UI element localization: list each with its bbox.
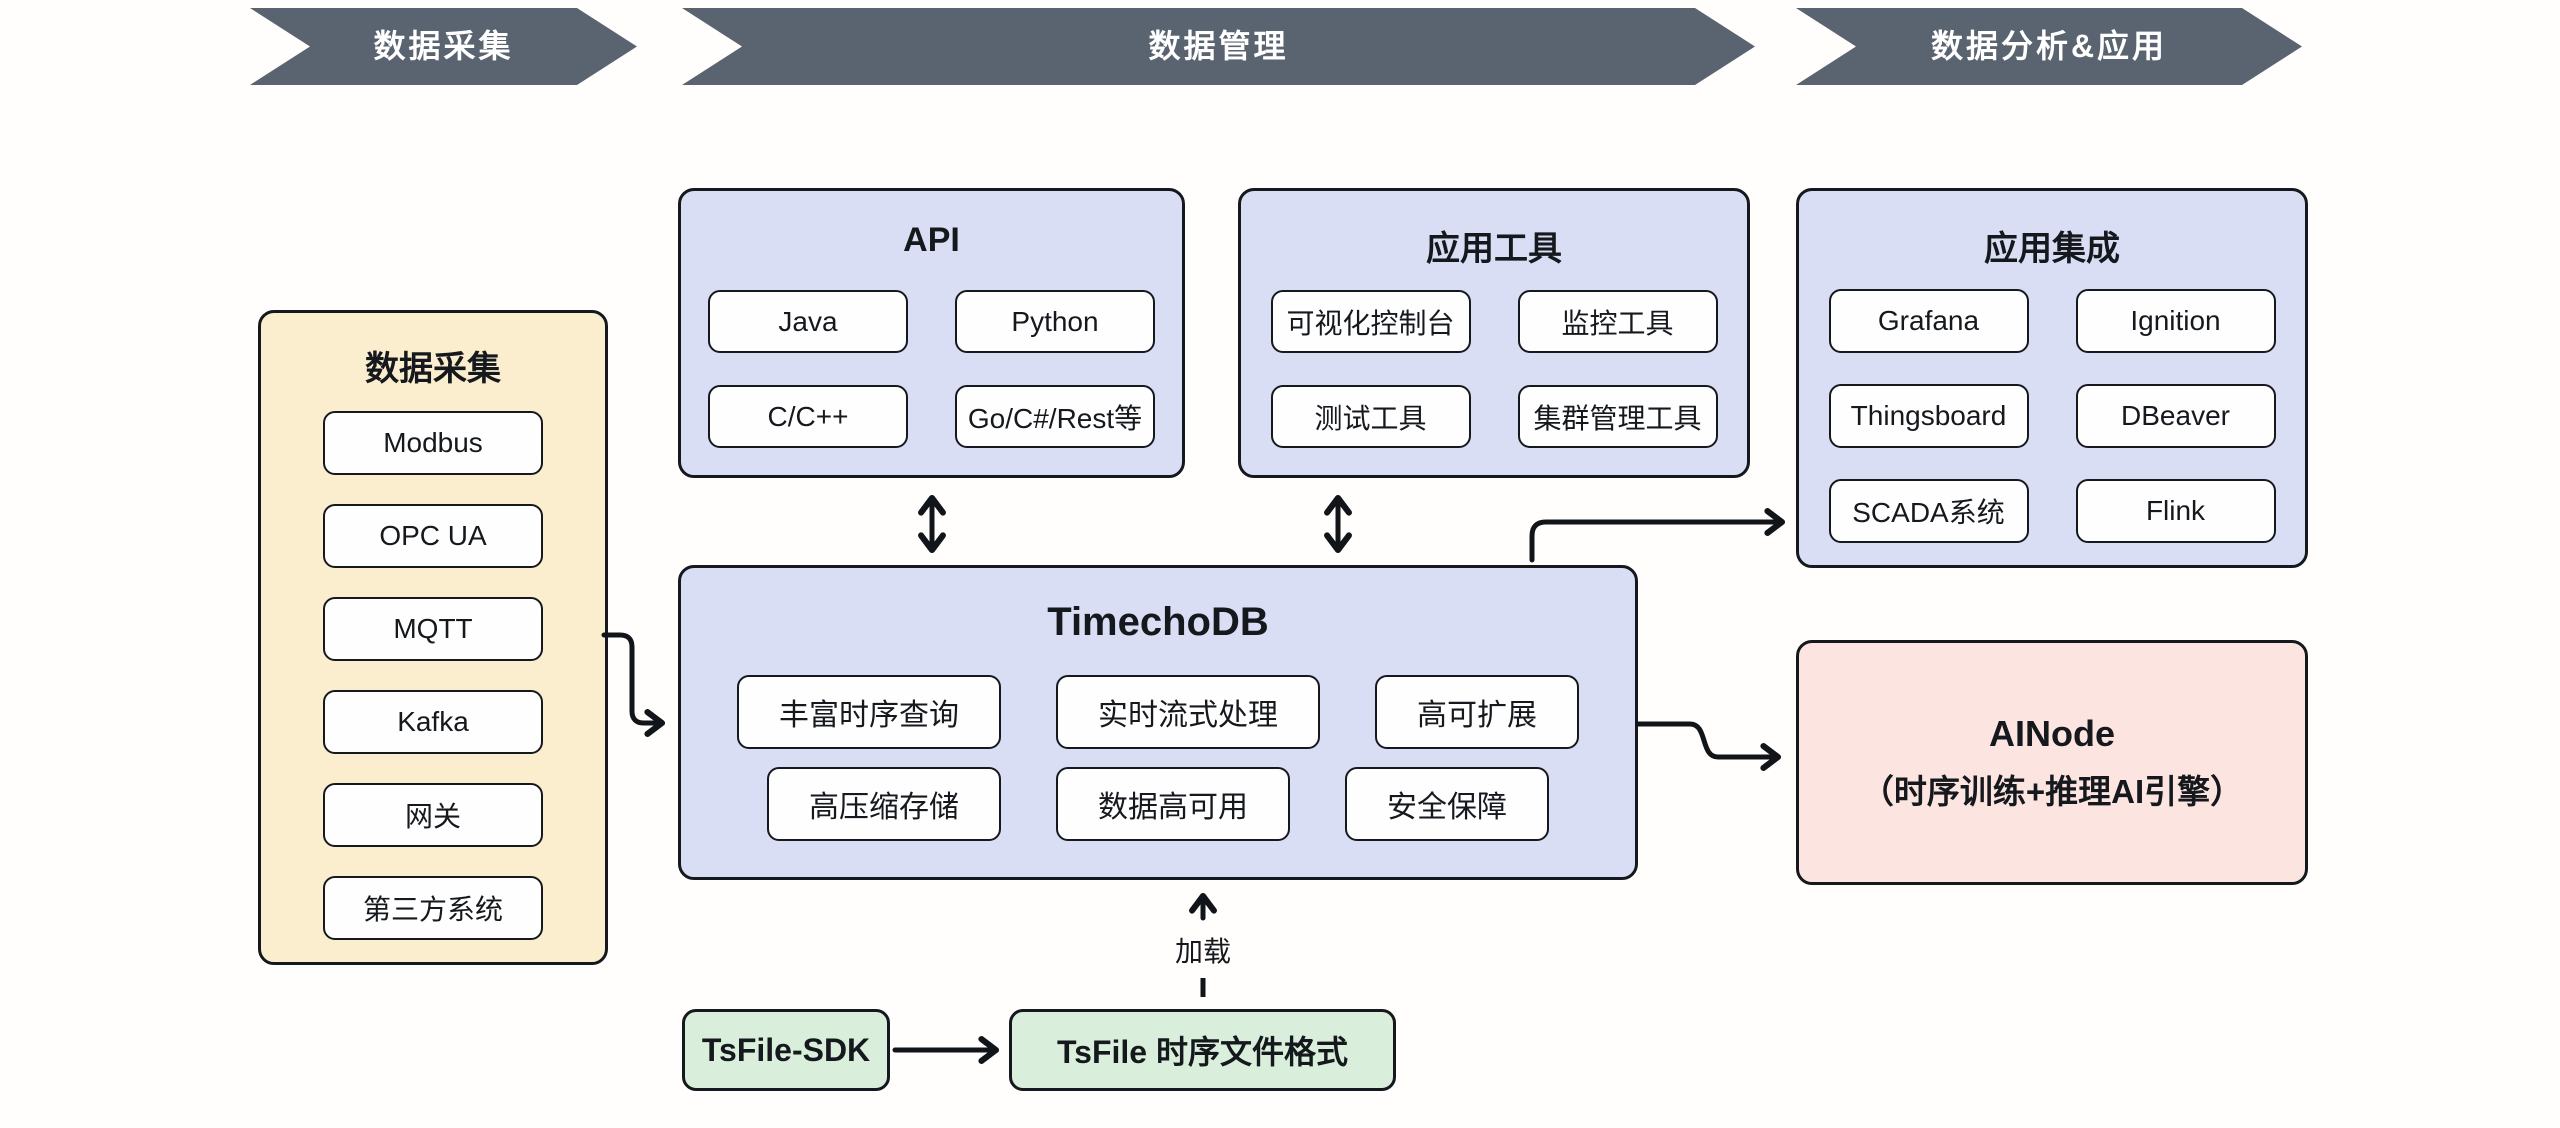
load-label: 加载 <box>1174 936 1231 967</box>
panel-timechodb-title: TimechoDB <box>1047 600 1269 644</box>
timechodb-feature-row-1: 丰富时序查询实时流式处理高可扩展 <box>737 675 1579 749</box>
feature-pill: 高压缩存储 <box>767 767 1001 841</box>
protocol-pill: Modbus <box>323 411 543 475</box>
integration-pill: Thingsboard <box>1828 384 2029 448</box>
integration-pill: DBeaver <box>2075 384 2276 448</box>
feature-pill: 实时流式处理 <box>1056 675 1320 749</box>
feature-pill: 丰富时序查询 <box>737 675 1001 749</box>
feature-pill: 安全保障 <box>1345 767 1549 841</box>
panel-api-title: API <box>903 221 960 259</box>
protocol-pill: OPC UA <box>323 504 543 568</box>
api-pill: Go/C#/Rest等 <box>955 385 1155 448</box>
feature-pill: 高可扩展 <box>1375 675 1579 749</box>
protocol-pill: 第三方系统 <box>323 876 543 940</box>
protocol-pill: MQTT <box>323 597 543 661</box>
protocol-pill: 网关 <box>323 783 543 847</box>
app-tools-item-list: 可视化控制台监控工具测试工具集群管理工具 <box>1241 290 1747 448</box>
feature-pill: 数据高可用 <box>1056 767 1290 841</box>
panel-app-tools: 应用工具 可视化控制台监控工具测试工具集群管理工具 <box>1238 188 1750 478</box>
tool-pill: 测试工具 <box>1270 385 1471 448</box>
arrow-timechodb-ainode <box>1635 721 1782 771</box>
arrow-collection-timechodb <box>601 632 666 737</box>
integration-pill: Flink <box>2075 479 2276 543</box>
timechodb-feature-rows: 丰富时序查询实时流式处理高可扩展 高压缩存储数据高可用安全保障 <box>681 675 1635 841</box>
panel-ainode: AINode （时序训练+推理AI引擎） <box>1796 640 2308 885</box>
timechodb-feature-row-2: 高压缩存储数据高可用安全保障 <box>767 767 1549 841</box>
integration-pill: SCADA系统 <box>1828 479 2029 543</box>
ainode-title: AINode <box>1989 712 2115 754</box>
api-pill: Python <box>955 290 1155 353</box>
arrow-timechodb-integration <box>1529 508 1786 563</box>
box-tsfile-sdk: TsFile-SDK <box>682 1009 890 1091</box>
panel-timechodb: TimechoDB 丰富时序查询实时流式处理高可扩展 高压缩存储数据高可用安全保… <box>678 565 1638 880</box>
banner-stage-label-analyze: 数据分析&应用 <box>1930 28 2168 64</box>
banner-stage-label-manage: 数据管理 <box>1148 28 1289 64</box>
protocol-pill: Kafka <box>323 690 543 754</box>
api-pill: Java <box>708 290 908 353</box>
integration-pill: Ignition <box>2075 289 2276 353</box>
tool-pill: 监控工具 <box>1517 290 1718 353</box>
api-pill: C/C++ <box>708 385 908 448</box>
integration-pill: Grafana <box>1828 289 2029 353</box>
tool-pill: 可视化控制台 <box>1270 290 1471 353</box>
ainode-subtitle: （时序训练+推理AI引擎） <box>1860 772 2244 810</box>
box-tsfile-format: TsFile 时序文件格式 <box>1009 1009 1396 1091</box>
panel-app-integration-title: 应用集成 <box>1984 230 2120 268</box>
panel-app-tools-title: 应用工具 <box>1426 230 1562 268</box>
panel-data-collection-title: 数据采集 <box>365 350 501 388</box>
banner-stage-label-collect: 数据采集 <box>373 28 514 64</box>
tool-pill: 集群管理工具 <box>1517 385 1718 448</box>
